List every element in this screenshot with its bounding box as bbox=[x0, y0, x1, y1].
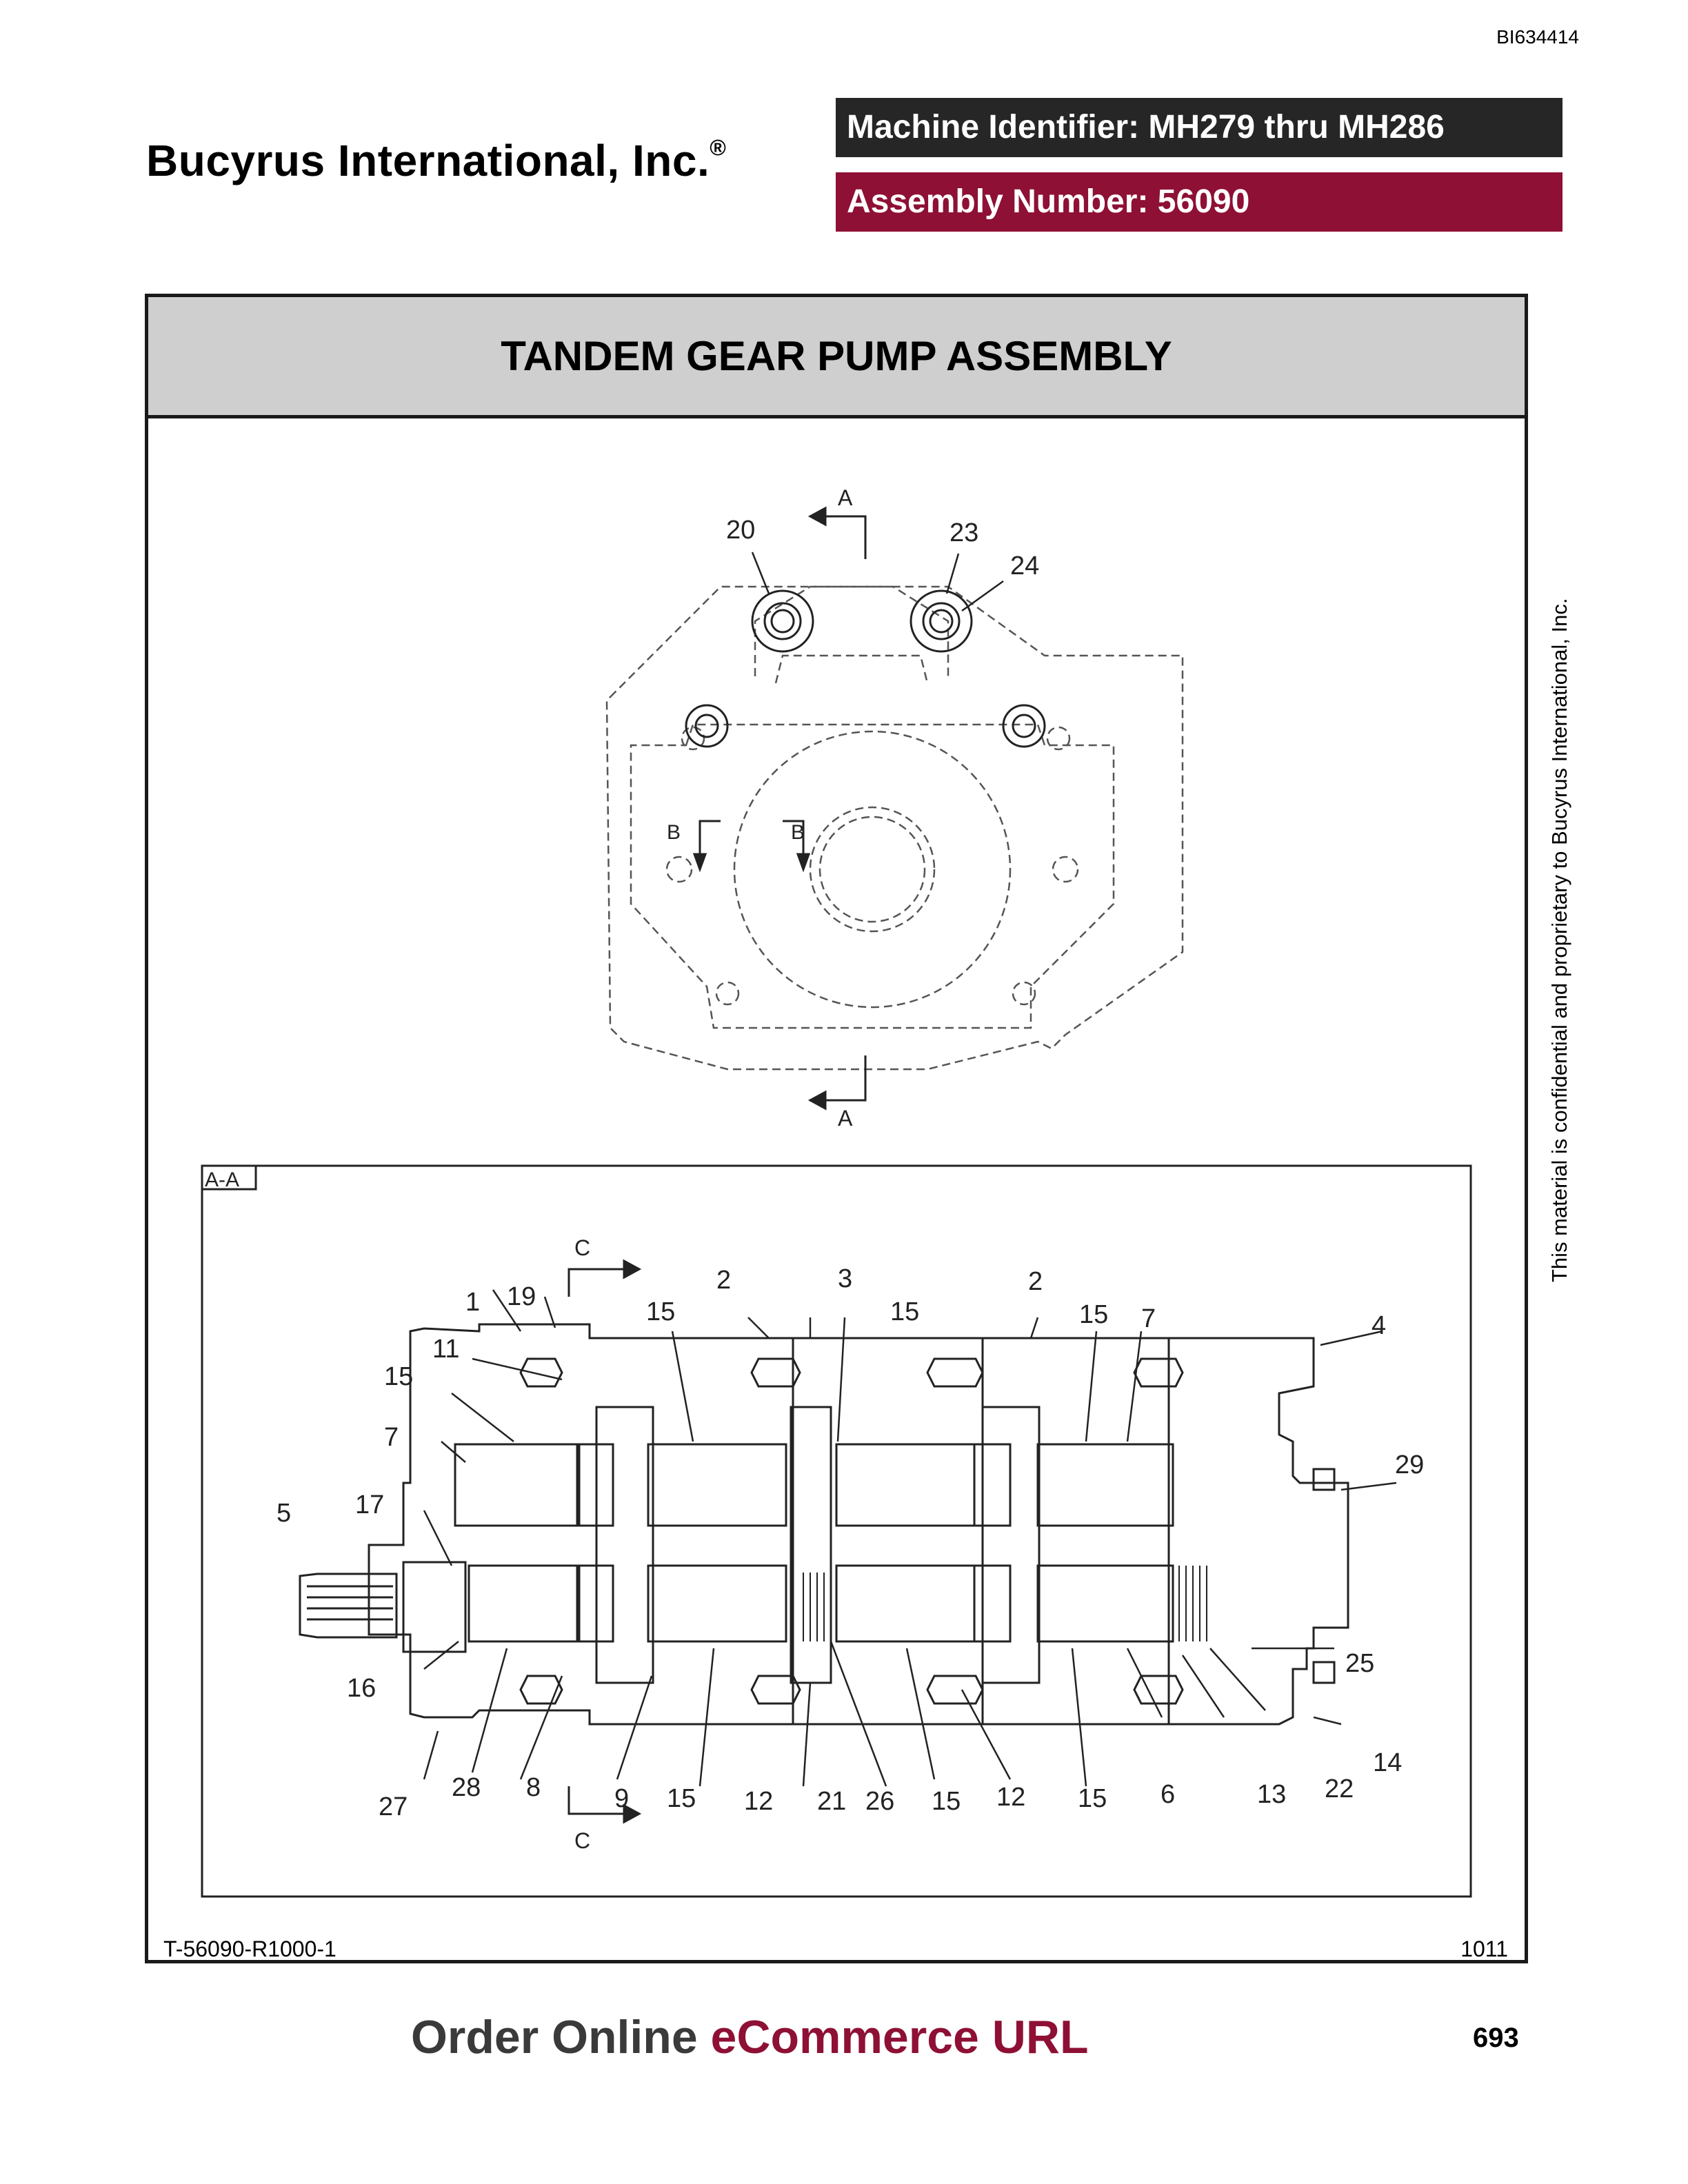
order-online-link[interactable]: Order Online eCommerce URL bbox=[411, 2010, 1089, 2064]
section-mark-c-labels: C C bbox=[574, 1235, 590, 1853]
order-online-text: Order Online bbox=[411, 2011, 698, 2063]
callout-label: 17 bbox=[355, 1490, 384, 1519]
section-label: A-A bbox=[205, 1169, 239, 1191]
section-mark-c-bottom: C bbox=[574, 1828, 590, 1853]
drawing-reference: T-56090-R1000-1 bbox=[163, 1937, 336, 1961]
callout-label: 4 bbox=[1372, 1311, 1386, 1340]
company-name: Bucyrus International, Inc.® bbox=[146, 135, 727, 185]
callout-label: 23 bbox=[950, 518, 978, 547]
section-line-a bbox=[692, 506, 867, 1111]
callout-label: 28 bbox=[452, 1773, 481, 1802]
page-number: 693 bbox=[1473, 2023, 1519, 2053]
callout-label: 2 bbox=[716, 1266, 731, 1295]
callout-label: 13 bbox=[1257, 1780, 1286, 1809]
callout-label: 15 bbox=[1079, 1300, 1108, 1329]
callout-label: 15 bbox=[384, 1362, 413, 1391]
callout-label: 15 bbox=[932, 1787, 961, 1816]
callout-label: 8 bbox=[526, 1773, 541, 1802]
section-view-body bbox=[299, 1323, 1349, 1726]
section-mark-b-left: B bbox=[667, 821, 681, 844]
section-leaders bbox=[423, 1289, 1397, 1787]
assembly-number-banner: Assembly Number: 56090 bbox=[836, 172, 1563, 232]
callout-label: 15 bbox=[890, 1297, 919, 1326]
machine-identifier-banner: Machine Identifier: MH279 thru MH286 bbox=[836, 98, 1563, 157]
registered-mark: ® bbox=[710, 135, 727, 160]
callout-label: 26 bbox=[865, 1787, 894, 1816]
section-mark-c-top: C bbox=[574, 1235, 590, 1260]
top-view-leaders bbox=[751, 552, 1004, 612]
callout-label: 2 bbox=[1028, 1267, 1043, 1296]
callout-label: 16 bbox=[347, 1674, 376, 1703]
confidentiality-note: This material is confidential and propri… bbox=[1547, 598, 1571, 1282]
callout-label: 15 bbox=[646, 1297, 675, 1326]
callout-label: 22 bbox=[1325, 1775, 1354, 1803]
callout-label: 15 bbox=[1078, 1784, 1107, 1813]
parts-drawing: A A B B 20 23 24 A-A bbox=[201, 485, 1472, 1898]
callout-label: 19 bbox=[507, 1282, 536, 1311]
callout-label: 14 bbox=[1373, 1748, 1402, 1777]
callout-label: 29 bbox=[1395, 1450, 1424, 1479]
callout-label: 12 bbox=[996, 1783, 1025, 1812]
drawing-code: 1011 bbox=[1460, 1937, 1508, 1961]
section-mark-b-right: B bbox=[791, 821, 805, 844]
top-view-labels: A A B B 20 23 24 bbox=[667, 485, 1039, 1131]
section-mark-a-bottom: A bbox=[838, 1106, 853, 1131]
callout-label: 3 bbox=[838, 1264, 852, 1293]
callout-label: 21 bbox=[817, 1787, 846, 1816]
title-band: TANDEM GEAR PUMP ASSEMBLY bbox=[148, 297, 1525, 418]
callout-label: 5 bbox=[277, 1499, 291, 1528]
section-mark-a-top: A bbox=[838, 485, 853, 510]
callout-label: 1 bbox=[465, 1288, 480, 1317]
callout-label: 11 bbox=[432, 1335, 459, 1364]
callout-label: 27 bbox=[379, 1792, 408, 1821]
top-view-bolts bbox=[685, 589, 1046, 748]
callout-label: 12 bbox=[744, 1787, 773, 1816]
callout-label: 9 bbox=[614, 1784, 629, 1813]
section-view-border bbox=[201, 1164, 1472, 1898]
callout-label: 7 bbox=[1141, 1304, 1156, 1333]
top-view bbox=[605, 585, 1184, 1071]
drawing-frame: TANDEM GEAR PUMP ASSEMBLY bbox=[145, 294, 1528, 1963]
callout-label: 15 bbox=[667, 1784, 696, 1813]
section-line-c bbox=[567, 1259, 642, 1824]
callout-label: 24 bbox=[1010, 552, 1039, 580]
section-callout-labels: 1 19 11 15 7 5 17 16 27 28 8 9 15 12 21 … bbox=[277, 1264, 1424, 1821]
document-id: BI634414 bbox=[1496, 26, 1579, 48]
callout-label: 6 bbox=[1160, 1780, 1175, 1809]
callout-label: 20 bbox=[726, 516, 755, 545]
drawing-title: TANDEM GEAR PUMP ASSEMBLY bbox=[501, 333, 1172, 379]
ecommerce-url-text: eCommerce URL bbox=[710, 2011, 1089, 2063]
callout-label: 25 bbox=[1345, 1649, 1374, 1678]
callout-label: 7 bbox=[384, 1423, 399, 1452]
